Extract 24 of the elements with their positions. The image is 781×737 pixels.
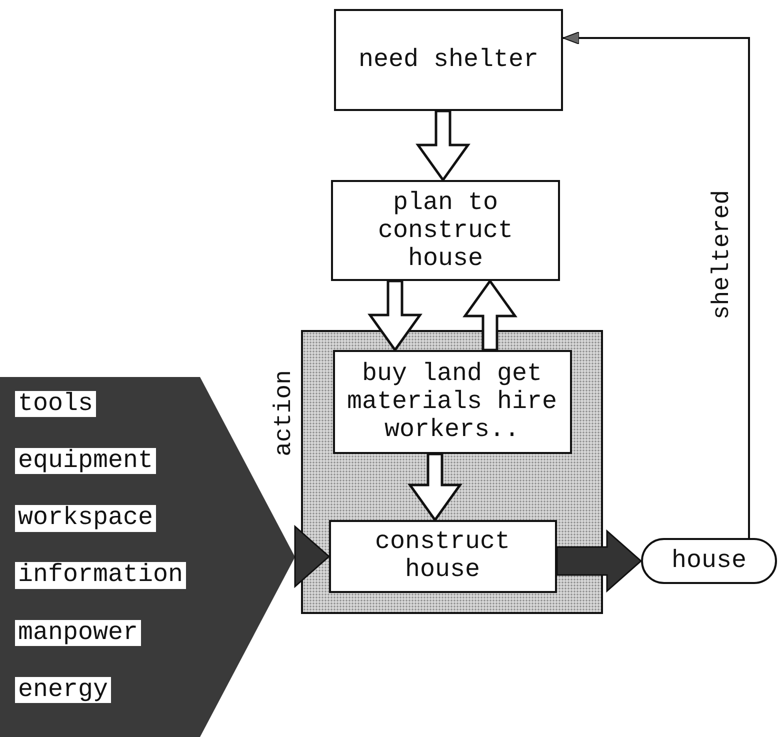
block-arrow bbox=[294, 524, 330, 588]
block-arrow bbox=[416, 110, 470, 182]
node-text: buy land get materials hire workers.. bbox=[346, 360, 558, 444]
process-box bbox=[328, 520, 556, 592]
feedback-arrow bbox=[562, 32, 750, 538]
node-text: need shelter bbox=[358, 46, 539, 74]
output-terminal bbox=[641, 538, 777, 584]
process-box bbox=[334, 9, 563, 111]
resource-label: energy bbox=[15, 676, 112, 703]
block-arrow bbox=[368, 280, 422, 352]
node-text: house bbox=[671, 547, 746, 575]
resource-label: manpower bbox=[15, 620, 142, 646]
process-box bbox=[332, 350, 572, 454]
block-arrow bbox=[408, 452, 462, 522]
node-text: construct house bbox=[374, 528, 512, 584]
resource-label: workspace bbox=[15, 505, 156, 532]
region-heading: action bbox=[273, 370, 297, 456]
node-text: plan to construct house bbox=[376, 188, 514, 272]
resource-label: information bbox=[15, 562, 186, 589]
process-box bbox=[331, 180, 560, 281]
resource-label: equipment bbox=[15, 448, 156, 474]
block-arrow bbox=[462, 278, 518, 352]
resource-label: tools bbox=[15, 391, 96, 418]
block-arrow bbox=[556, 529, 642, 593]
